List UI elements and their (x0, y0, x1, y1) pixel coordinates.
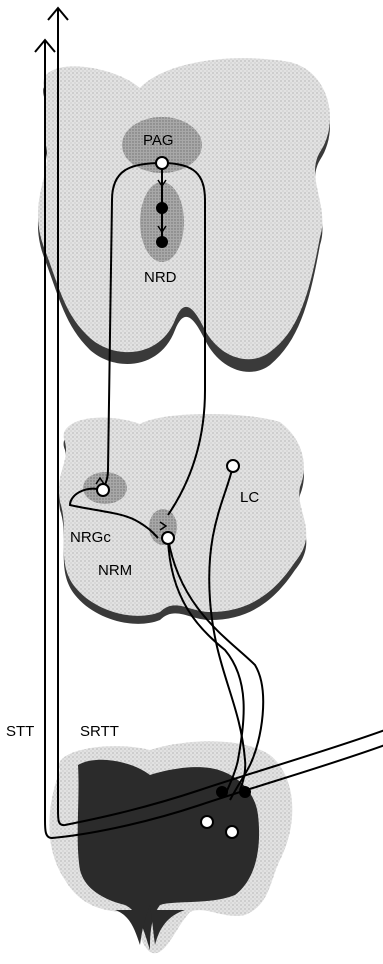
spinal-projection-neuron-1 (201, 816, 213, 828)
nrm-neuron (162, 532, 174, 544)
lc-neuron (227, 460, 239, 472)
medulla-section: LC NRGc NRM (59, 414, 306, 624)
nrd-neuron-2 (157, 237, 167, 247)
stt-label: STT (6, 723, 34, 740)
nrgc-label: NRGc (70, 529, 111, 546)
nrd-label: NRD (144, 269, 177, 286)
pag-label: PAG (143, 132, 174, 149)
srtt-label: SRTT (80, 723, 119, 740)
spinal-interneuron-2 (240, 787, 250, 797)
nrgc-neuron (97, 484, 109, 496)
nrd-neuron-1 (157, 203, 167, 213)
nrm-label: NRM (98, 562, 132, 579)
spinal-interneuron-1 (217, 787, 227, 797)
pag-neuron (156, 157, 168, 169)
lc-label: LC (240, 489, 259, 506)
midbrain-section: PAG NRD (38, 58, 330, 372)
spinal-projection-neuron-2 (226, 826, 238, 838)
